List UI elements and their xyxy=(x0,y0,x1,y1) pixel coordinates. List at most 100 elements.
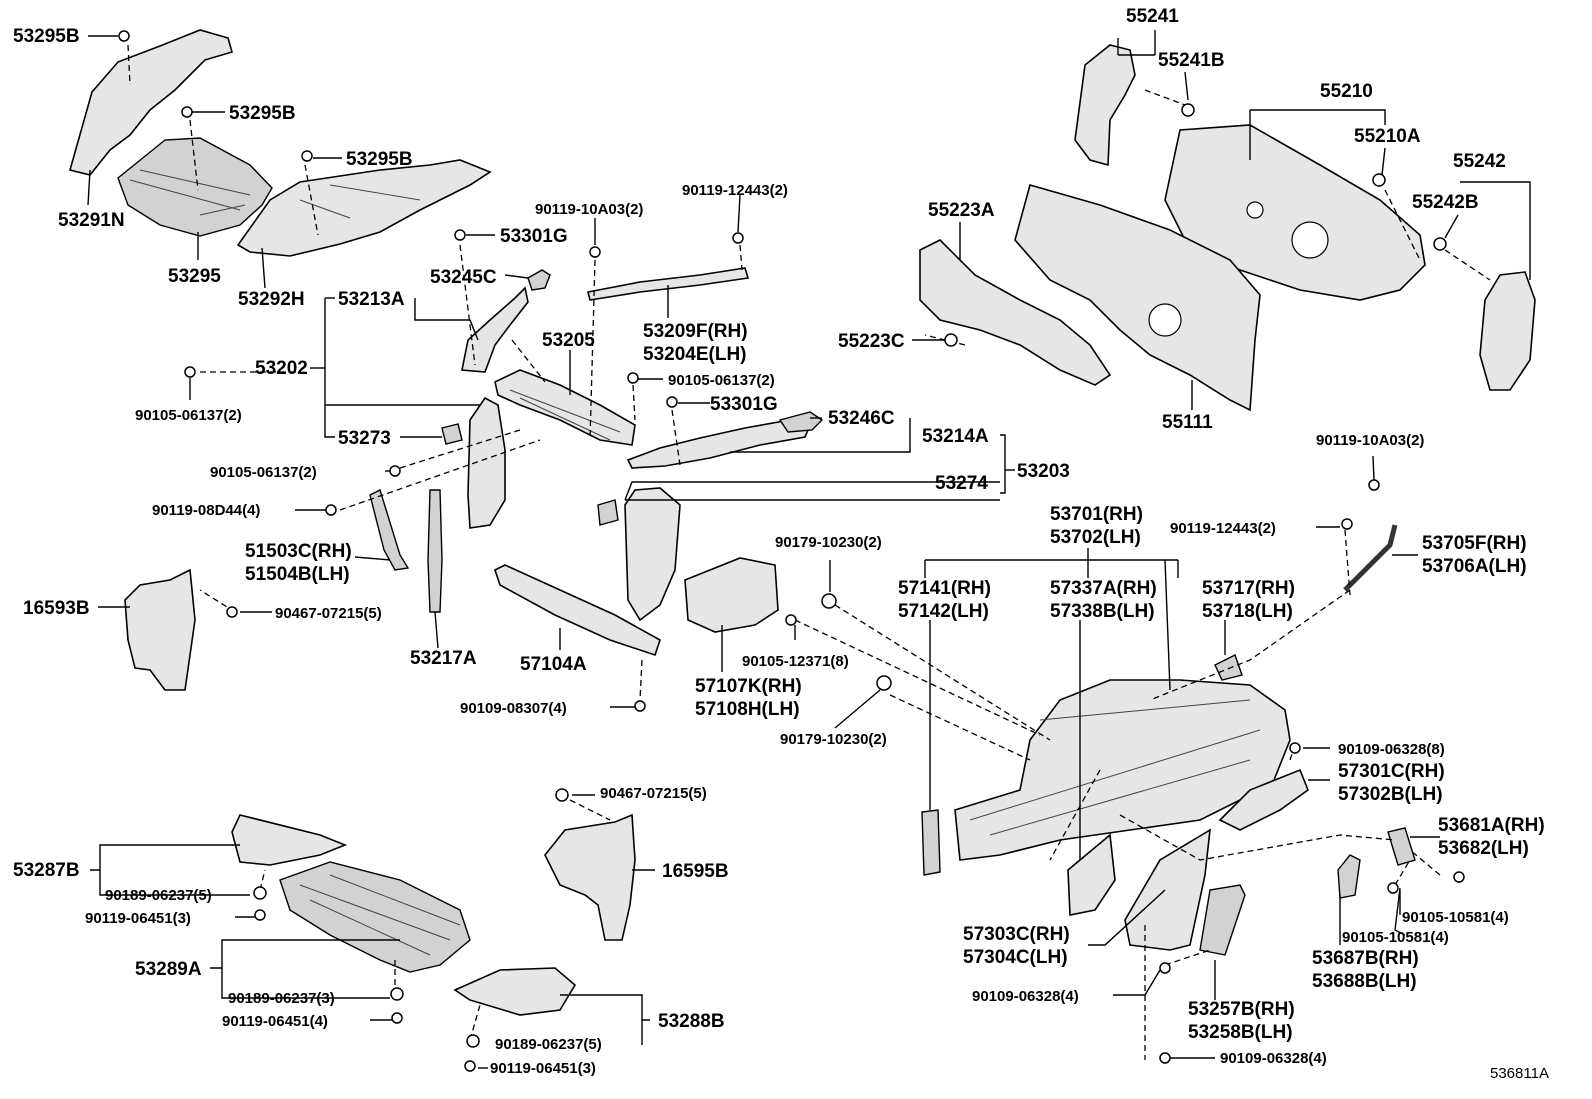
bolt-icon xyxy=(1341,518,1353,530)
nut-icon xyxy=(821,593,837,609)
label-55241: 55241 xyxy=(1126,6,1179,27)
part-53246c-clip xyxy=(778,411,824,433)
fasteners xyxy=(118,30,1465,1072)
nut-icon xyxy=(390,987,404,1001)
label-53273: 53273 xyxy=(338,428,391,449)
label-90105-06137-left: 90105-06137(2) xyxy=(135,407,242,424)
part-53257b-bracket xyxy=(1199,884,1246,956)
label-90119-12443-a: 90119-12443(2) xyxy=(682,182,788,199)
label-53701: 53701(RH) xyxy=(1050,504,1143,525)
screw-icon xyxy=(226,606,238,618)
label-53688b: 53688B(LH) xyxy=(1312,971,1417,992)
label-53702: 53702(LH) xyxy=(1050,527,1141,548)
part-53214a-member xyxy=(626,419,812,469)
label-90119-10a03-b: 90119-10A03(2) xyxy=(1316,432,1424,449)
label-53289a: 53289A xyxy=(135,959,202,980)
label-53205: 53205 xyxy=(542,330,595,351)
label-53274: 53274 xyxy=(935,473,988,494)
label-53705f: 53705F(RH) xyxy=(1422,533,1527,554)
part-53681a-bracket xyxy=(1387,827,1416,866)
bolt-icon xyxy=(1368,479,1380,491)
part-53292h-cowl-right xyxy=(236,159,492,257)
label-16593b: 16593B xyxy=(23,598,90,619)
label-90189-06237-c: 90189-06237(5) xyxy=(495,1036,602,1053)
part-53291n-cowl-side xyxy=(69,29,233,176)
diagram-id: 536811A xyxy=(1490,1065,1549,1082)
label-55210a: 55210A xyxy=(1354,126,1421,147)
part-shapes xyxy=(69,29,1536,1016)
bolt-icon xyxy=(325,504,337,516)
nut-icon xyxy=(253,886,267,900)
label-90119-06451-a: 90119-06451(3) xyxy=(85,910,191,927)
label-53301g-b: 53301G xyxy=(710,394,778,415)
part-53705f-rod xyxy=(1343,524,1398,592)
bolt-icon xyxy=(1159,962,1171,974)
label-55210: 55210 xyxy=(1320,81,1373,102)
part-53217a-stay xyxy=(427,489,443,613)
part-55223a-silencer xyxy=(919,239,1112,386)
nut-icon xyxy=(876,675,892,691)
screw-icon xyxy=(555,788,569,802)
label-57107k: 57107K(RH) xyxy=(695,676,802,697)
label-57337a: 57337A(RH) xyxy=(1050,578,1157,599)
label-90119-08d44: 90119-08D44(4) xyxy=(152,502,260,519)
label-53295b-top: 53295B xyxy=(13,26,80,47)
bolt-icon xyxy=(627,372,639,384)
leader-lines xyxy=(87,30,1531,1069)
part-51503c-stay xyxy=(369,489,410,571)
label-53245c: 53245C xyxy=(430,267,497,288)
part-labels: 53295B 53295B 53295B 53291N 53295 53292H… xyxy=(13,6,1549,1082)
label-90119-06451-c: 90119-06451(3) xyxy=(490,1060,596,1077)
bolt-icon xyxy=(118,30,130,42)
part-16593b-duct xyxy=(124,568,196,691)
label-53301g-a: 53301G xyxy=(500,226,568,247)
label-53718: 53718(LH) xyxy=(1202,601,1293,622)
label-55223c: 55223C xyxy=(838,331,905,352)
label-57108h: 57108H(LH) xyxy=(695,699,800,720)
label-53682: 53682(LH) xyxy=(1438,838,1529,859)
label-90105-10581-b: 90105-10581(4) xyxy=(1342,929,1449,946)
label-53203: 53203 xyxy=(1017,461,1070,482)
bolt-icon xyxy=(389,465,401,477)
label-90189-06237-a: 90189-06237(5) xyxy=(105,887,212,904)
label-53681a: 53681A(RH) xyxy=(1438,815,1545,836)
bolt-icon xyxy=(464,1060,476,1072)
part-55111-dash-panel xyxy=(1014,184,1261,412)
label-90467-07215-b: 90467-07215(5) xyxy=(600,785,707,802)
label-53295b-mid: 53295B xyxy=(229,103,296,124)
part-16595b-duct xyxy=(544,813,636,941)
bolt-icon xyxy=(184,366,196,378)
label-51504b: 51504B(LH) xyxy=(245,564,350,585)
clip-icon xyxy=(944,333,958,347)
label-90119-12443-b: 90119-12443(2) xyxy=(1170,520,1276,537)
part-53202-side xyxy=(467,396,506,529)
clip-icon xyxy=(454,229,466,241)
label-55241b: 55241B xyxy=(1158,50,1225,71)
label-53295: 53295 xyxy=(168,266,221,287)
bolt-icon xyxy=(1159,1052,1171,1064)
label-57302b: 57302B(LH) xyxy=(1338,784,1443,805)
label-53291n: 53291N xyxy=(58,210,125,231)
label-55223a: 55223A xyxy=(928,200,995,221)
clip-icon xyxy=(1372,173,1386,187)
label-90119-10a03-a: 90119-10A03(2) xyxy=(535,201,643,218)
bolt-icon xyxy=(181,106,193,118)
label-51503c: 51503C(RH) xyxy=(245,541,352,562)
label-90109-08307: 90109-08307(4) xyxy=(460,700,567,717)
label-57301c: 57301C(RH) xyxy=(1338,761,1445,782)
part-57141-plate xyxy=(921,809,941,876)
clip-icon xyxy=(1433,237,1447,251)
bolt-icon xyxy=(732,232,744,244)
label-53288b: 53288B xyxy=(658,1011,725,1032)
part-53274-clip xyxy=(597,499,619,526)
part-53287b-cover xyxy=(231,814,348,866)
label-53217a: 53217A xyxy=(410,648,477,669)
label-53287b: 53287B xyxy=(13,860,80,881)
label-53213a: 53213A xyxy=(338,289,405,310)
label-53292h: 53292H xyxy=(238,289,305,310)
bolt-icon xyxy=(1453,871,1465,883)
label-53706a: 53706A(LH) xyxy=(1422,556,1527,577)
label-57142: 57142(LH) xyxy=(898,601,989,622)
